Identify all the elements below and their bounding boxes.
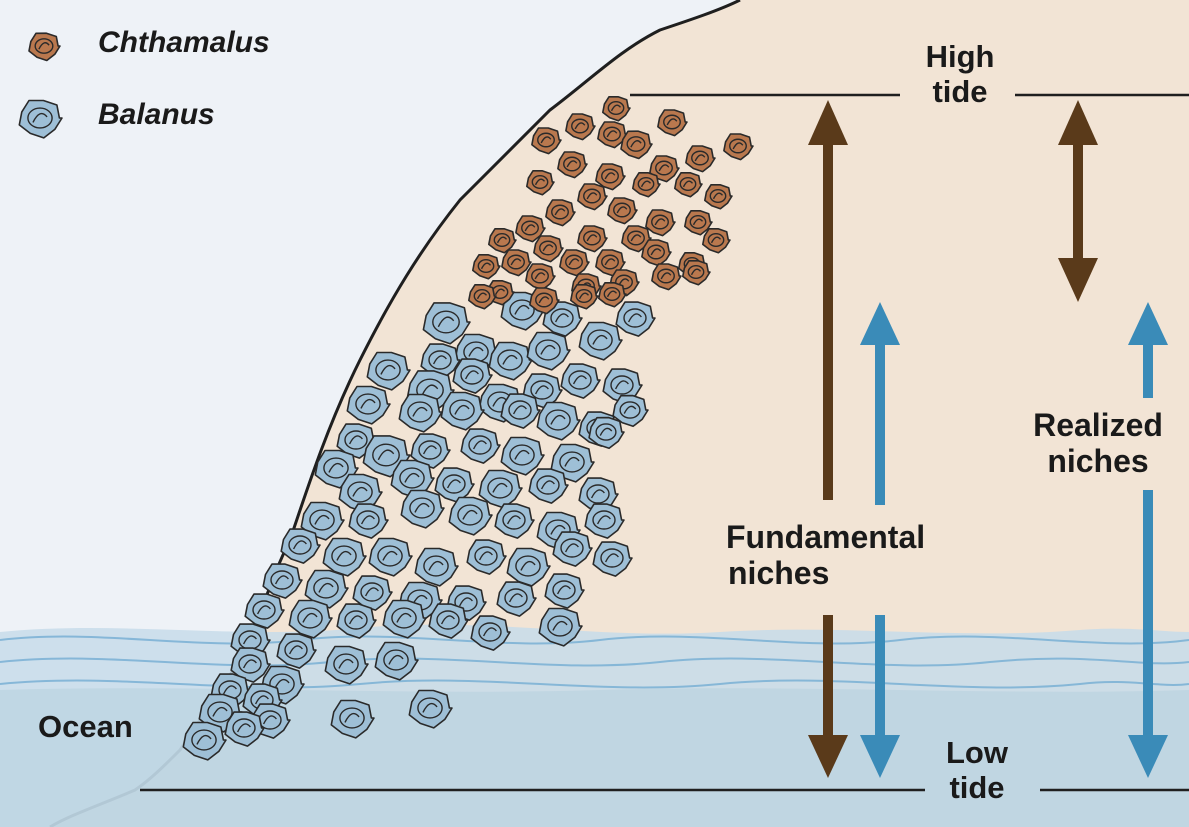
low-tide-label: Low tide xyxy=(918,736,1036,805)
realized-niches-label-line2: niches xyxy=(1010,444,1186,480)
realized-niches-label-line1: Realized xyxy=(1010,408,1186,444)
high-tide-label-line2: tide xyxy=(908,75,1012,110)
low-tide-label-line2: tide xyxy=(918,771,1036,806)
realized-niches-label: Realized niches xyxy=(1010,408,1186,480)
high-tide-label-line1: High xyxy=(908,40,1012,75)
low-tide-label-line1: Low xyxy=(918,736,1036,771)
ocean-label: Ocean xyxy=(38,710,133,745)
legend-label-balanus: Balanus xyxy=(98,98,215,132)
fundamental-niches-label: Fundamental niches xyxy=(726,520,925,592)
high-tide-label: High tide xyxy=(908,40,1012,109)
legend-label-chthamalus: Chthamalus xyxy=(98,26,270,60)
fundamental-niches-label-line1: Fundamental xyxy=(726,520,925,556)
fundamental-niches-label-line2: niches xyxy=(728,556,925,592)
